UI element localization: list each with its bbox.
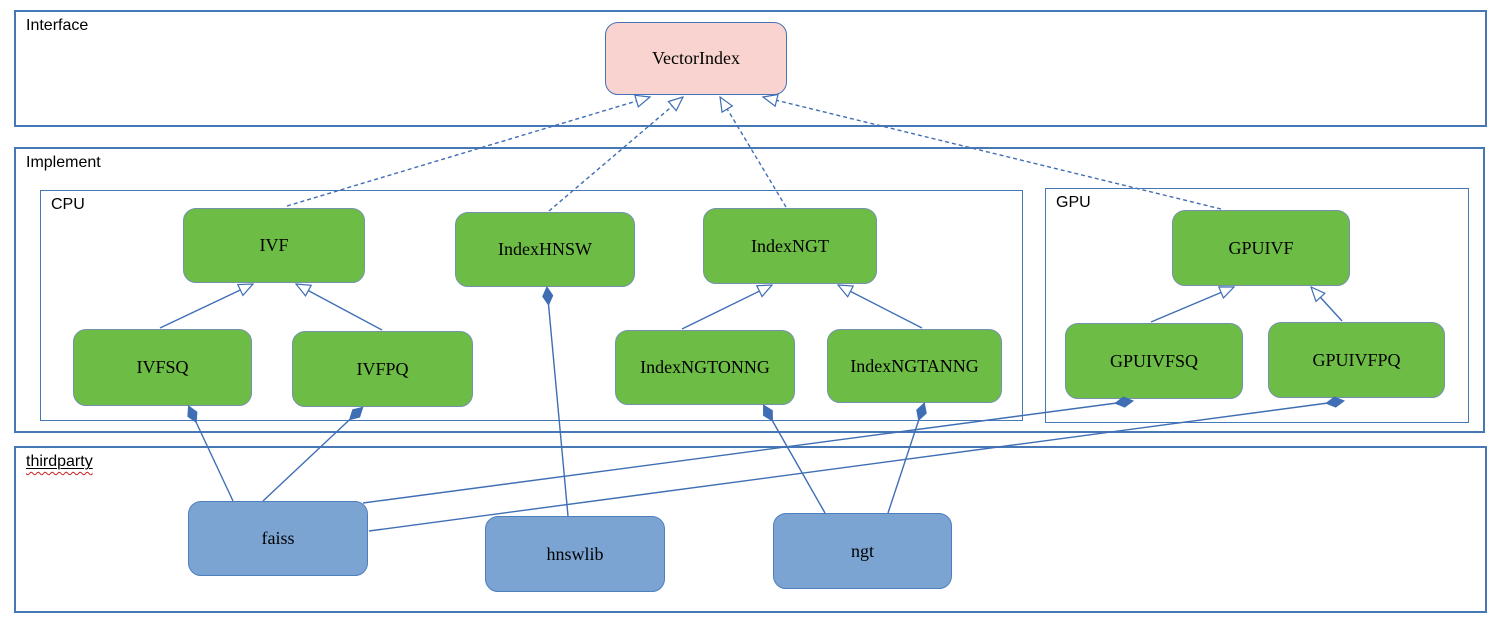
node-IVF[interactable]: IVF bbox=[183, 208, 365, 283]
node-ngt[interactable]: ngt bbox=[773, 513, 952, 589]
node-label-faiss: faiss bbox=[261, 528, 295, 548]
container-label-interface: Interface bbox=[26, 17, 89, 34]
node-label-ngt: ngt bbox=[850, 540, 874, 561]
node-label-hnswlib: hnswlib bbox=[546, 543, 604, 564]
node-hnswlib[interactable]: hnswlib bbox=[485, 516, 665, 592]
node-label-IVFPQ: IVFPQ bbox=[356, 358, 409, 379]
container-label-implement: Implement bbox=[26, 154, 101, 171]
node-label-IVFSQ: IVFSQ bbox=[136, 357, 189, 377]
node-label-IndexHNSW: IndexHNSW bbox=[498, 239, 592, 259]
node-GPUIVF[interactable]: GPUIVF bbox=[1172, 210, 1350, 286]
node-label-GPUIVFPQ: GPUIVFPQ bbox=[1312, 349, 1401, 370]
node-label-IndexNGT: IndexNGT bbox=[751, 235, 829, 256]
node-IndexNGTANNG[interactable]: IndexNGTANNG bbox=[827, 329, 1002, 403]
container-label-gpu: GPU bbox=[1056, 194, 1091, 211]
node-VectorIndex[interactable]: VectorIndex bbox=[605, 22, 787, 95]
node-label-IVF: IVF bbox=[259, 235, 289, 255]
node-faiss[interactable]: faiss bbox=[188, 501, 368, 576]
container-label-cpu: CPU bbox=[51, 196, 85, 213]
node-IndexHNSW[interactable]: IndexHNSW bbox=[455, 212, 635, 287]
node-label-GPUIVF: GPUIVF bbox=[1228, 237, 1294, 258]
container-label-thirdparty: thirdparty bbox=[26, 453, 93, 470]
node-label-IndexNGTANNG: IndexNGTANNG bbox=[850, 355, 979, 376]
node-label-IndexNGTONNG: IndexNGTONNG bbox=[640, 357, 770, 377]
node-IndexNGT[interactable]: IndexNGT bbox=[703, 208, 877, 284]
node-GPUIVFSQ[interactable]: GPUIVFSQ bbox=[1065, 323, 1243, 399]
node-IVFPQ[interactable]: IVFPQ bbox=[292, 331, 473, 407]
node-IndexNGTONNG[interactable]: IndexNGTONNG bbox=[615, 330, 795, 405]
node-label-VectorIndex: VectorIndex bbox=[652, 48, 740, 68]
node-GPUIVFPQ[interactable]: GPUIVFPQ bbox=[1268, 322, 1445, 398]
node-label-GPUIVFSQ: GPUIVFSQ bbox=[1109, 350, 1199, 371]
node-IVFSQ[interactable]: IVFSQ bbox=[73, 329, 252, 406]
